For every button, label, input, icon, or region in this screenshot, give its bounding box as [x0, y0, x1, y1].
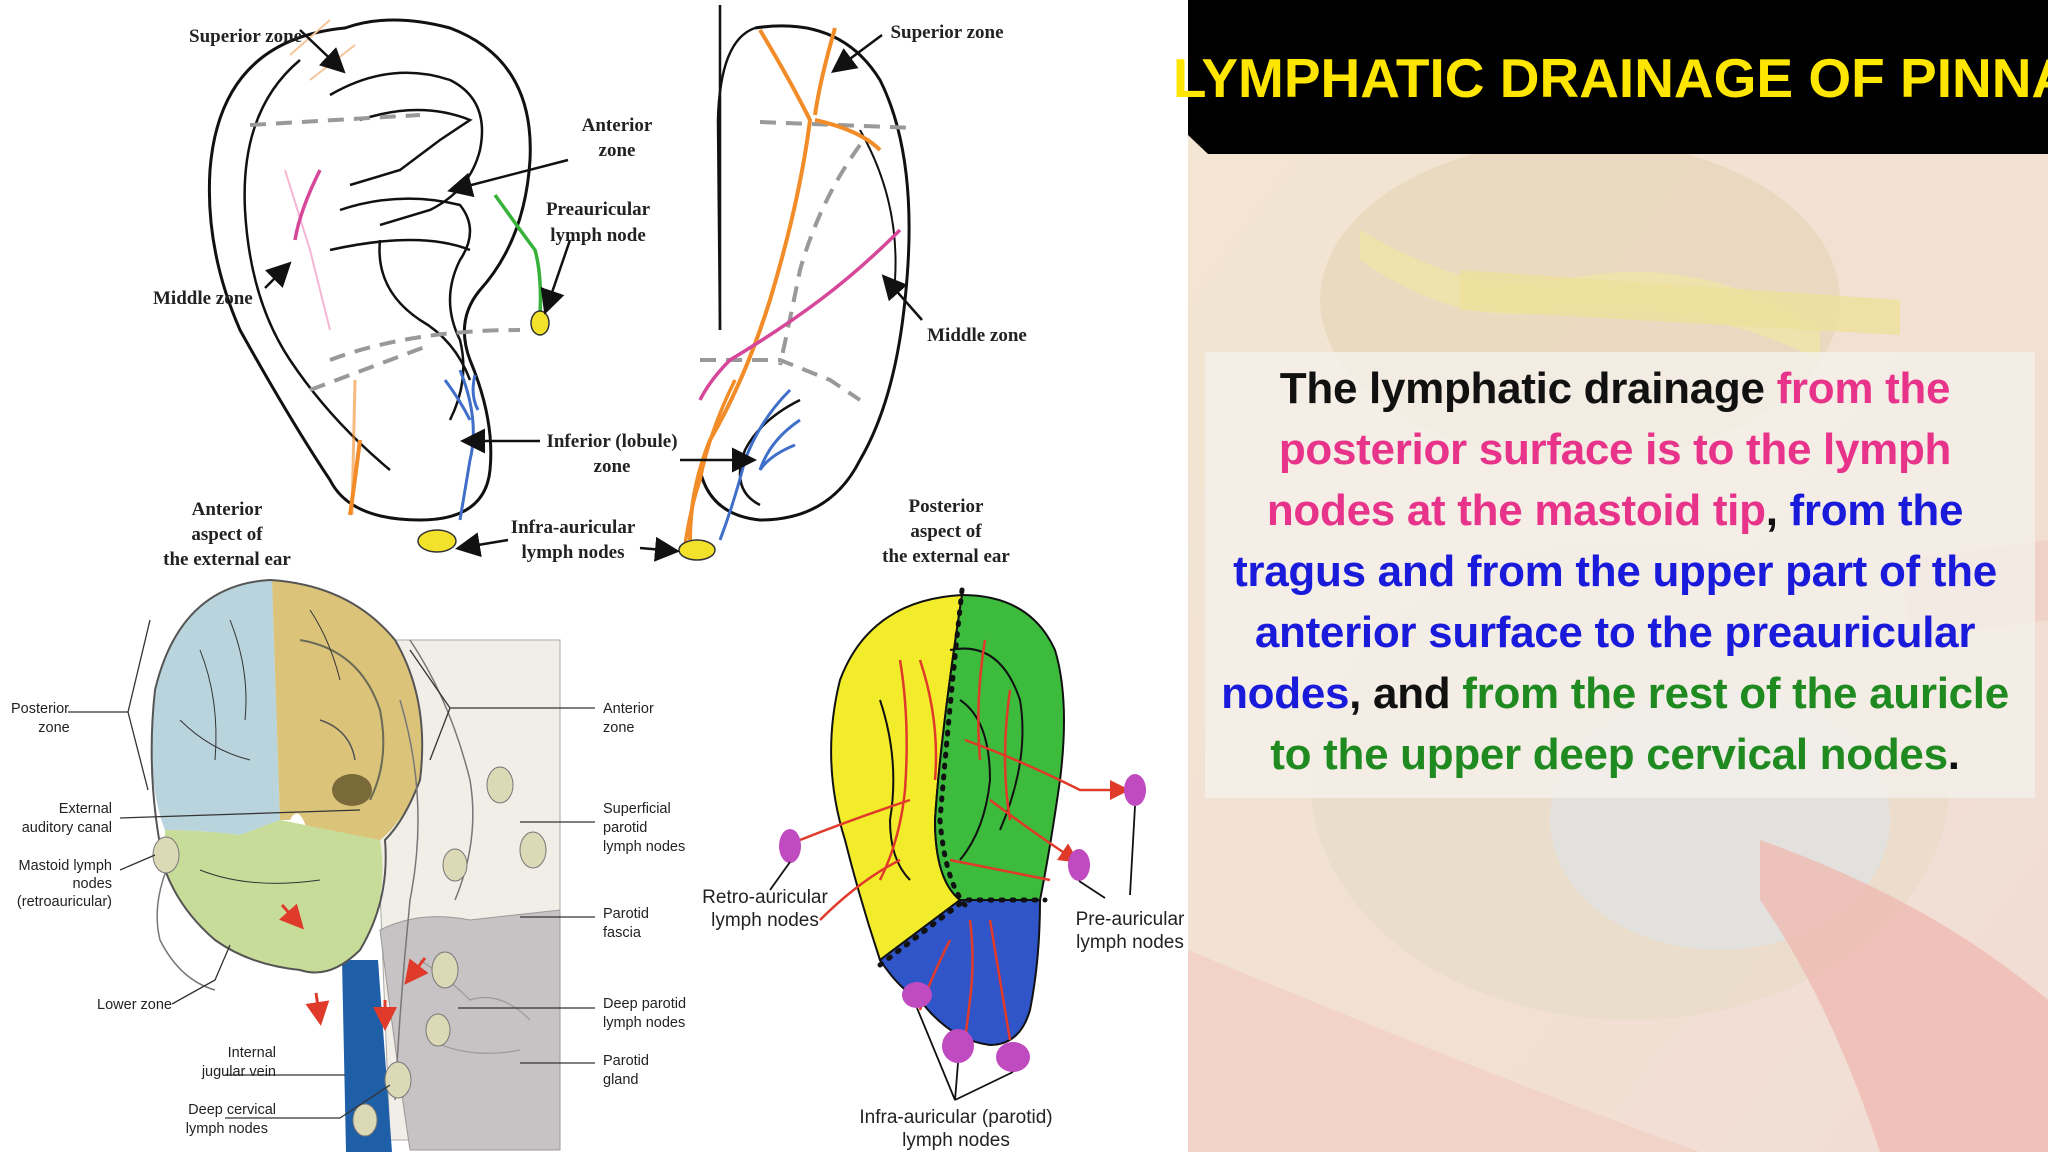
- para-seg-6: .: [1947, 730, 1960, 779]
- label-parotid-gland-2: gland: [603, 1072, 638, 1088]
- colored-ear-diagram: Retro-auricular lymph nodes Pre-auricula…: [702, 587, 1185, 1151]
- label-anterior-zone-b1: Anterior: [603, 701, 654, 717]
- label-pre-2: lymph nodes: [1076, 932, 1184, 953]
- infra-auricular-node-3: [996, 1042, 1030, 1072]
- label-parotid-fascia-1: Parotid: [603, 906, 649, 922]
- lymphatic-drainage-paragraph: The lymphatic drainage from the posterio…: [1210, 358, 2020, 785]
- label-posterior-zone-2: zone: [38, 720, 69, 736]
- label-retro-2: lymph nodes: [711, 910, 819, 931]
- label-mastoid-1: Mastoid lymph: [19, 858, 112, 874]
- label-posterior-aspect-3: the external ear: [882, 546, 1010, 567]
- para-seg-3: from the tragus and from the upper part …: [1221, 486, 1997, 718]
- para-seg-5: from the rest of the auricle to the uppe…: [1270, 669, 2009, 779]
- label-mastoid-3: (retroauricular): [17, 894, 112, 910]
- label-preauricular-1: Preauricular: [546, 199, 651, 220]
- label-anterior-zone-b2: zone: [603, 720, 634, 736]
- label-mastoid-2: nodes: [72, 876, 112, 892]
- infra-auricular-node-posterior: [678, 539, 716, 561]
- label-external-canal-2: auditory canal: [22, 820, 112, 836]
- label-infra-2: lymph nodes: [902, 1130, 1010, 1151]
- label-external-canal-1: External: [59, 801, 112, 817]
- label-parotid-fascia-2: fascia: [603, 925, 642, 941]
- label-superficial-parotid-3: lymph nodes: [603, 839, 685, 855]
- label-lower-zone: Lower zone: [97, 997, 172, 1013]
- label-posterior-aspect-1: Posterior: [909, 496, 984, 517]
- label-superior-zone-anterior: Superior zone: [189, 26, 302, 47]
- posterior-ear-diagram: Superior zone Middle zone Posterior aspe…: [639, 5, 1027, 567]
- deep-parotid-node-2: [425, 1013, 451, 1047]
- mastoid-node: [152, 836, 180, 874]
- label-infra-auricular-2: lymph nodes: [522, 542, 625, 563]
- label-deep-parotid-1: Deep parotid: [603, 996, 686, 1012]
- superficial-parotid-node-3: [442, 848, 468, 882]
- label-anterior-zone-2: zone: [599, 140, 636, 161]
- realistic-ear-diagram: Posterior zone External auditory canal M…: [11, 578, 686, 1152]
- label-middle-zone-posterior: Middle zone: [927, 325, 1027, 346]
- label-deep-parotid-2: lymph nodes: [603, 1015, 685, 1031]
- pre-auricular-node-2: [1068, 849, 1090, 881]
- label-posterior-zone-1: Posterior: [11, 701, 69, 717]
- pre-auricular-node-1: [1124, 774, 1146, 806]
- label-superior-zone-posterior: Superior zone: [890, 22, 1003, 43]
- superficial-parotid-node-1: [486, 766, 514, 804]
- infra-auricular-node-2: [942, 1029, 974, 1063]
- label-inferior-zone-2: zone: [594, 456, 631, 477]
- para-seg-0: The lymphatic drainage: [1279, 364, 1777, 413]
- label-pre-1: Pre-auricular: [1076, 909, 1185, 930]
- label-ijv-2: jugular vein: [201, 1064, 276, 1080]
- label-parotid-gland-1: Parotid: [603, 1053, 649, 1069]
- label-middle-zone-anterior: Middle zone: [153, 288, 253, 309]
- label-anterior-aspect-1: Anterior: [192, 499, 263, 520]
- label-anterior-zone-1: Anterior: [582, 115, 653, 136]
- label-ijv-1: Internal: [228, 1045, 276, 1061]
- superficial-parotid-node-2: [519, 831, 547, 869]
- label-anterior-aspect-3: the external ear: [163, 549, 291, 570]
- label-anterior-aspect-2: aspect of: [191, 524, 263, 545]
- deep-parotid-node-1: [431, 951, 459, 989]
- infra-auricular-node: [417, 529, 457, 553]
- anterior-ear-diagram: Superior zone Anterior zone Preauricular…: [153, 18, 678, 570]
- label-deep-cervical-1: Deep cervical: [188, 1102, 276, 1118]
- retro-auricular-node: [779, 829, 801, 863]
- page-title: LYMPHATIC DRAINAGE OF PINNA: [1173, 47, 2048, 109]
- label-preauricular-2: lymph node: [550, 225, 646, 246]
- para-seg-4: , and: [1349, 669, 1463, 718]
- label-superficial-parotid-2: parotid: [603, 820, 647, 836]
- label-infra-auricular-1: Infra-auricular: [511, 517, 636, 538]
- text-backdrop: [1205, 352, 2035, 798]
- label-posterior-aspect-2: aspect of: [910, 521, 982, 542]
- para-seg-1: from the posterior surface is to the lym…: [1266, 364, 1952, 535]
- deep-cervical-node-1: [384, 1061, 412, 1099]
- label-retro-1: Retro-auricular: [702, 887, 828, 908]
- infra-auricular-node-1: [902, 982, 932, 1008]
- label-superficial-parotid-1: Superficial: [603, 801, 671, 817]
- label-deep-cervical-2: lymph nodes: [186, 1121, 268, 1137]
- deep-cervical-node-2: [352, 1103, 378, 1137]
- title-banner: LYMPHATIC DRAINAGE OF PINNA: [1173, 0, 2048, 154]
- label-infra-1: Infra-auricular (parotid): [859, 1107, 1052, 1128]
- preauricular-node: [530, 310, 550, 336]
- para-seg-2: ,: [1765, 486, 1790, 535]
- label-inferior-zone-1: Inferior (lobule): [546, 431, 677, 452]
